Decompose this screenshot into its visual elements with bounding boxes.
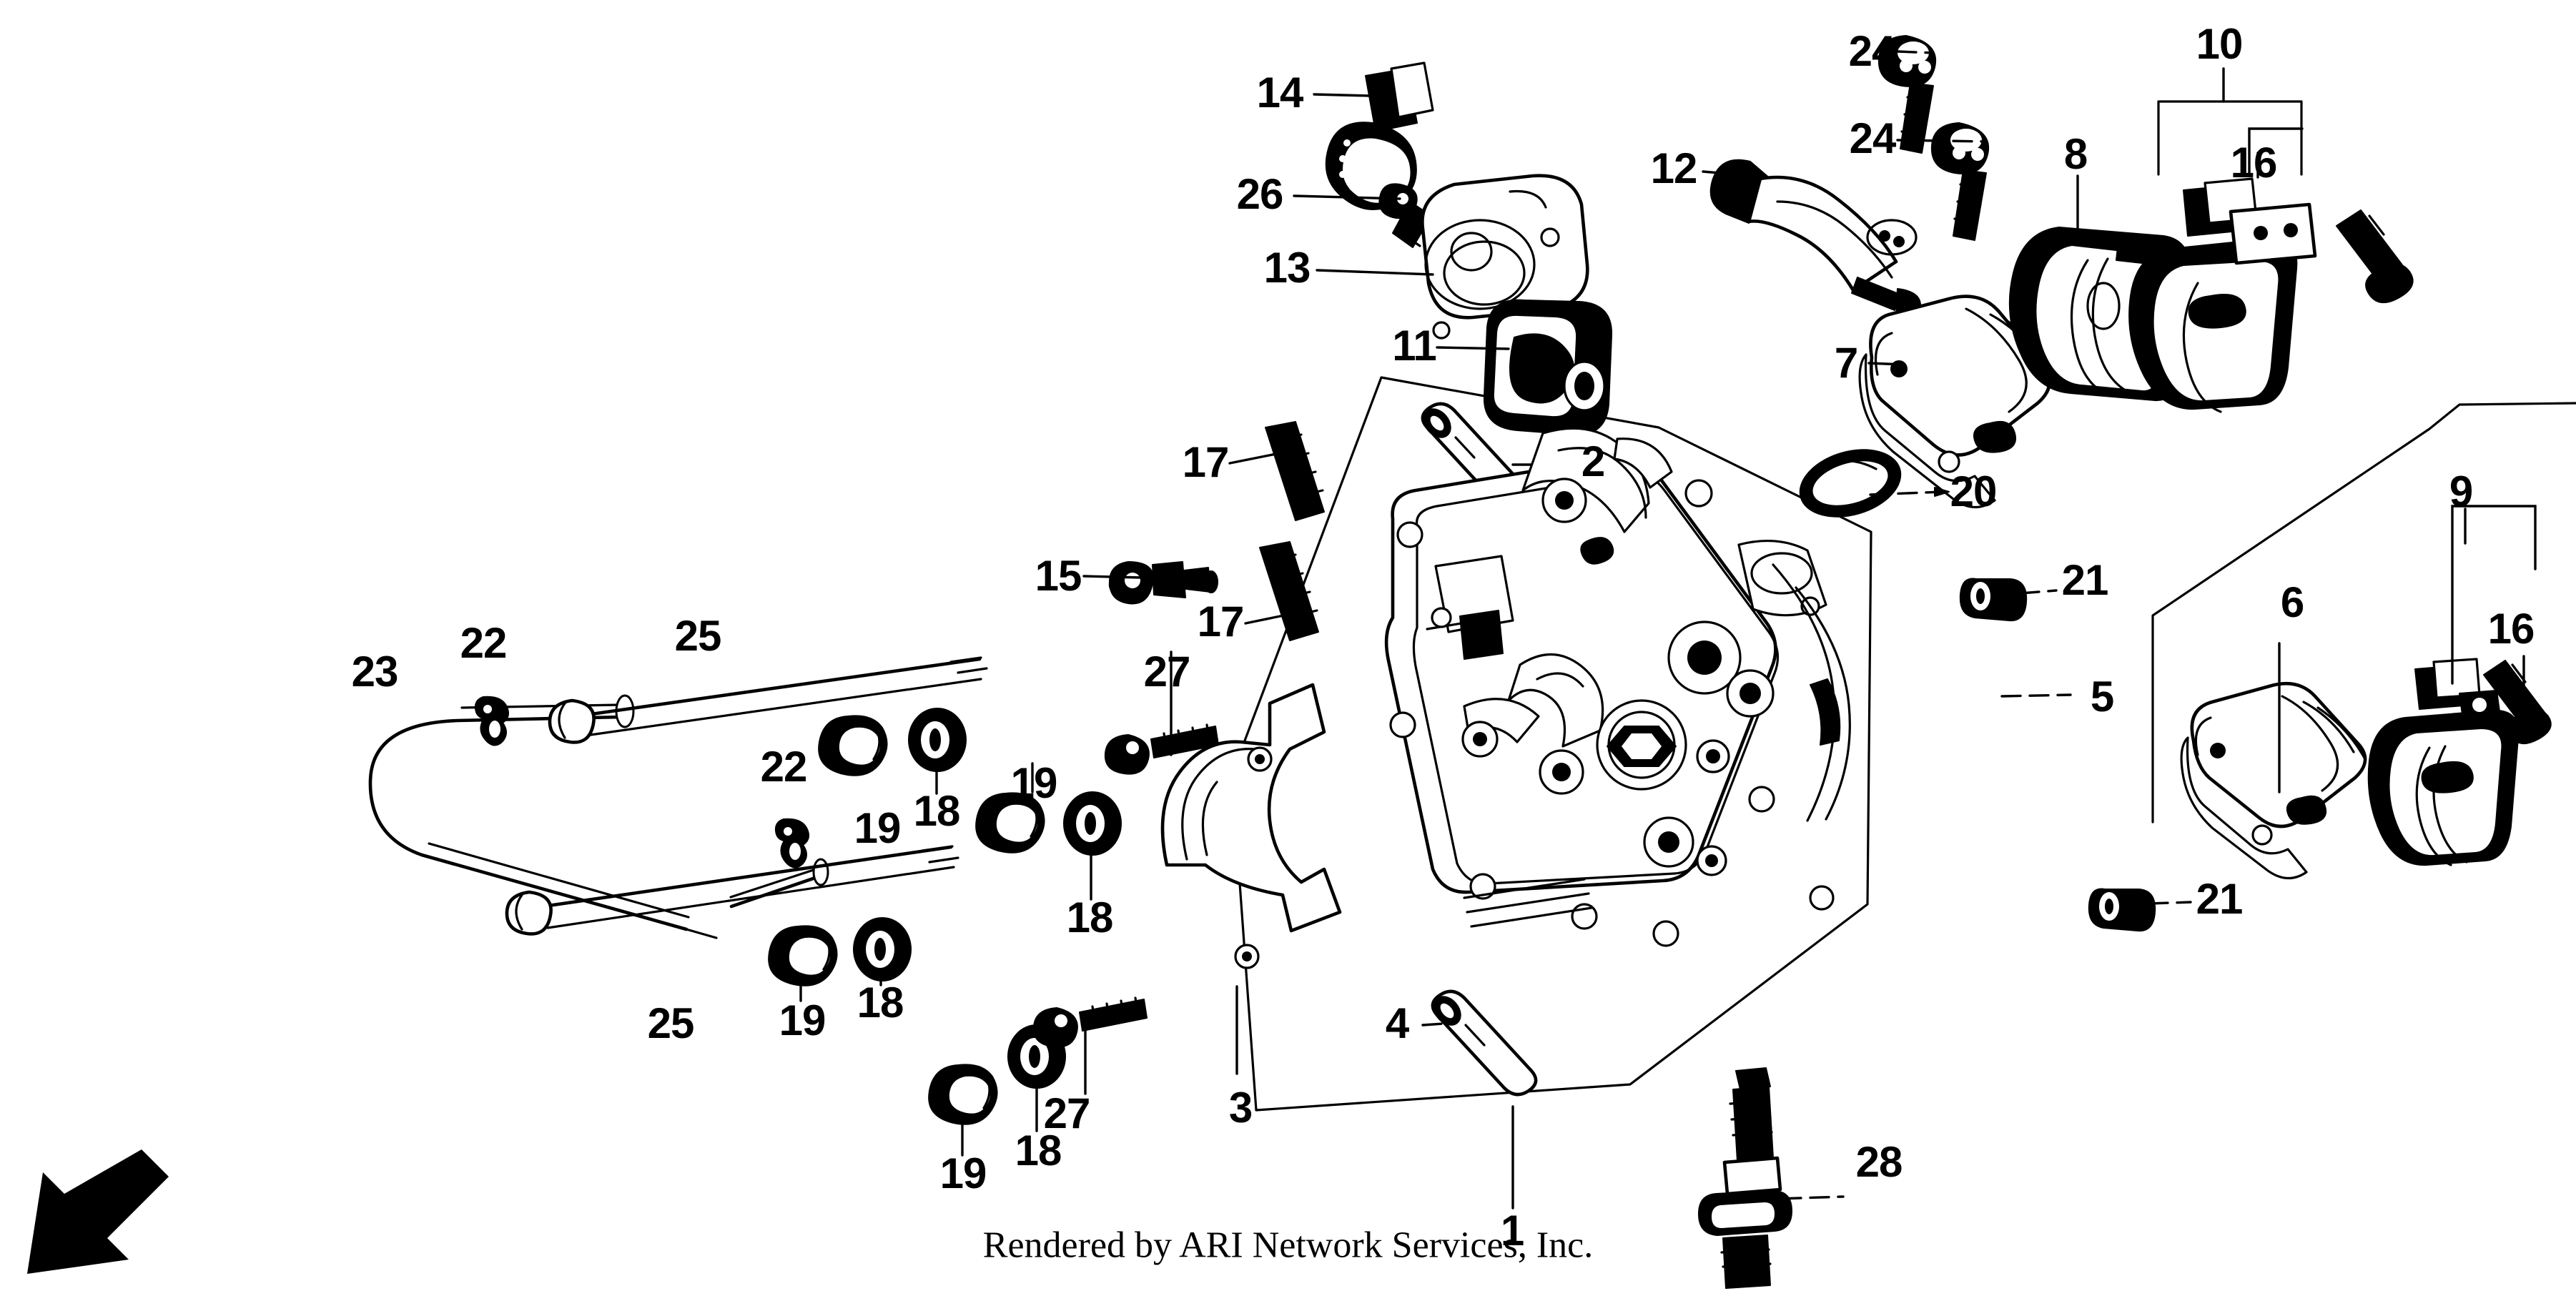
callout-18-b: 18 — [1066, 894, 1114, 941]
callout-14: 14 — [1256, 69, 1304, 117]
water-joint-pipe-part — [1702, 159, 1922, 321]
washer — [908, 708, 967, 772]
carburetor-insulator-right-part — [2180, 642, 2367, 880]
washer — [1063, 791, 1122, 856]
stud-bolt-lower-part — [1244, 541, 1319, 641]
nut-washer-set-a — [818, 708, 967, 795]
callout-5: 5 — [2090, 673, 2114, 721]
camshaft-holder-part — [1160, 683, 1342, 1075]
dowel-pin-part-b — [2088, 888, 2192, 932]
callout-1: 1 — [1500, 1207, 1524, 1255]
callout-8: 8 — [2063, 130, 2088, 178]
cap-nut — [928, 1064, 998, 1125]
callout-19-b: 19 — [1010, 759, 1058, 807]
callout-11: 11 — [1392, 322, 1436, 370]
head-bolt-lower-part — [505, 845, 959, 936]
oil-pressure-switch-part — [1082, 561, 1218, 605]
front-direction-arrow-icon — [27, 1149, 169, 1274]
dowel-pin-part-a — [1959, 578, 2058, 622]
hose-clip-part-2 — [774, 818, 809, 869]
cap-nut — [975, 792, 1045, 854]
callout-24-a: 24 — [1848, 27, 1896, 75]
cylinder-head-assembly-part — [1384, 427, 1851, 1210]
callout-27-a: 27 — [1143, 648, 1191, 696]
head-gasket-leader — [2000, 693, 2072, 698]
callout-19-d: 19 — [939, 1149, 987, 1197]
valve-guide-lower-part — [1421, 989, 1538, 1097]
nut-washer-set-c — [768, 917, 912, 1002]
clamp-screw-part — [2248, 127, 2414, 303]
callout-21-b: 21 — [2196, 875, 2244, 923]
hose-clamp-part — [1313, 61, 1434, 211]
callout-19-a: 19 — [854, 804, 902, 852]
breather-hose-part — [368, 694, 829, 939]
callout-18-d: 18 — [1015, 1127, 1062, 1174]
clamp-assembly-right-part — [2367, 505, 2537, 866]
thermostat-cover-part — [1316, 174, 1589, 340]
callout-24-b: 24 — [1849, 114, 1897, 162]
callout-16-right: 16 — [2487, 605, 2535, 653]
nut-washer-set-b — [975, 762, 1122, 901]
cap-nut — [768, 925, 838, 986]
intake-insulator-part — [1858, 295, 2059, 509]
callout-26: 26 — [1236, 170, 1284, 218]
callout-25-b: 25 — [647, 999, 695, 1047]
callout-22-b: 22 — [760, 743, 808, 791]
callout-16-top: 16 — [2230, 139, 2278, 187]
spark-plug-part — [1698, 1067, 1845, 1289]
clamp-assembly-part — [2128, 67, 2317, 413]
callout-3: 3 — [1228, 1084, 1253, 1132]
o-ring-part — [1799, 449, 1950, 518]
callout-6: 6 — [2280, 578, 2304, 626]
callout-12: 12 — [1650, 144, 1698, 192]
hose-clip-part — [474, 696, 509, 746]
callout-13: 13 — [1263, 244, 1311, 292]
callout-23: 23 — [351, 648, 399, 696]
head-bolt-upper-part — [548, 656, 988, 744]
callout-17-upper: 17 — [1182, 438, 1230, 486]
callout-15: 15 — [1035, 552, 1082, 600]
footer-credit: Rendered by ARI Network Services, Inc. — [982, 1225, 1594, 1266]
callout-9: 9 — [2449, 468, 2473, 515]
stud-bolt-upper-part — [1228, 421, 1325, 521]
callout-21-a: 21 — [2061, 556, 2109, 604]
washer — [853, 917, 912, 981]
callout-22-a: 22 — [460, 619, 508, 667]
callout-2: 2 — [1581, 437, 1605, 485]
callout-20: 20 — [1950, 468, 1998, 515]
callout-18-c: 18 — [857, 979, 904, 1027]
flange-bolt-upper-part — [1877, 35, 1937, 154]
callout-10: 10 — [2196, 20, 2244, 68]
cam-holder-bolt-lower — [1032, 996, 1148, 1095]
cam-holder-bolt-upper — [1104, 651, 1219, 775]
thermostat-screw-part — [1293, 183, 1433, 248]
callout-27-b: 27 — [1043, 1089, 1091, 1137]
callout-19-c: 19 — [779, 996, 826, 1044]
clamp-screw-right-part — [2483, 655, 2552, 744]
right-inset-boundary — [2151, 402, 2576, 823]
thermostat-part — [1436, 299, 1613, 436]
callout-7: 7 — [1834, 339, 1858, 387]
callout-17-lower: 17 — [1197, 598, 1245, 646]
callout-4: 4 — [1385, 999, 1409, 1047]
cap-nut — [818, 715, 888, 776]
callout-28: 28 — [1855, 1138, 1903, 1186]
callout-25-a: 25 — [674, 612, 722, 660]
callout-18-a: 18 — [913, 787, 961, 835]
flange-bolt-lower-part — [1896, 122, 1990, 241]
